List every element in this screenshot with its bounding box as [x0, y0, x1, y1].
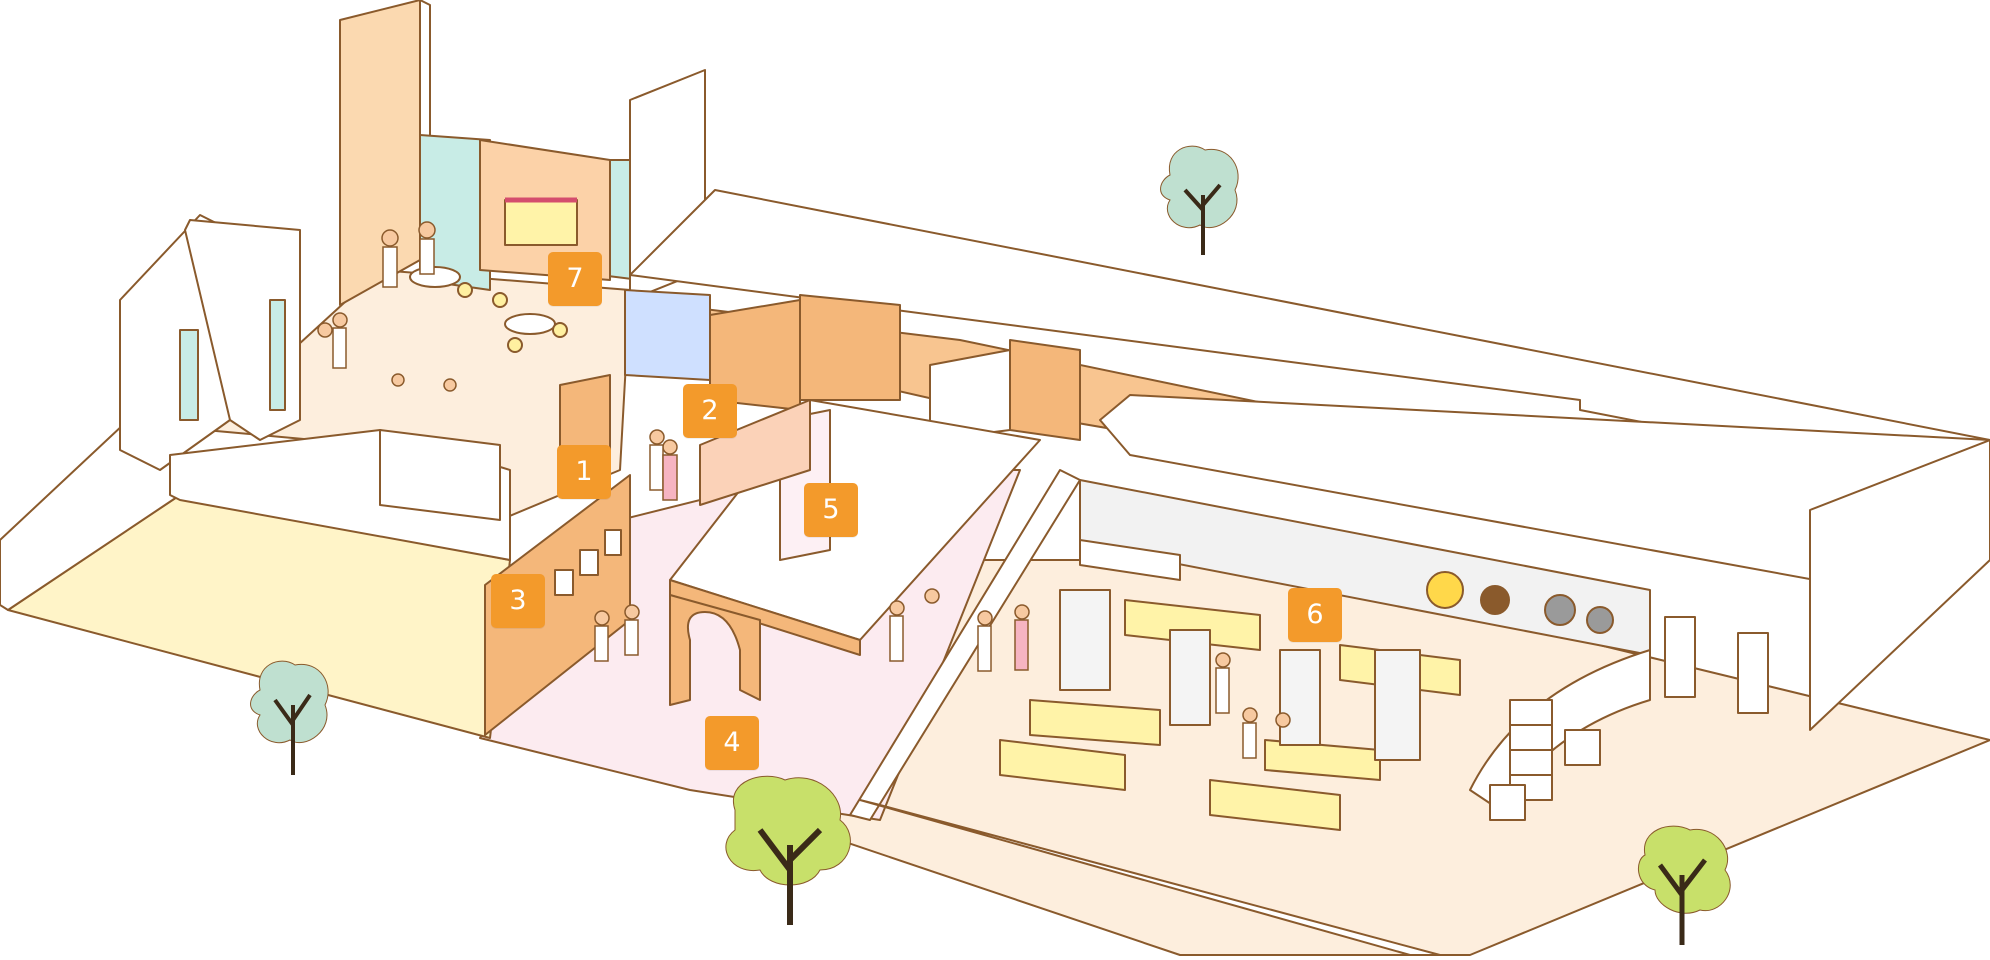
arch-entrance	[669, 594, 761, 706]
picture-frame	[579, 549, 599, 576]
mural-cheese	[1426, 571, 1464, 609]
oven-rack	[1489, 699, 1601, 821]
chair	[457, 282, 473, 298]
area-marker-6[interactable]: 6	[1288, 588, 1342, 642]
round-table	[504, 313, 556, 335]
glass-panel	[179, 329, 199, 421]
wood-cabinet	[1009, 339, 1081, 441]
right-end-wall	[1809, 439, 1990, 731]
people	[317, 221, 1291, 759]
area-marker-7[interactable]: 7	[548, 252, 602, 306]
right-block-top	[1099, 394, 1990, 591]
front-wall	[859, 799, 1441, 956]
chair	[552, 322, 568, 338]
sink-pillars	[1059, 589, 1421, 761]
picture-frame	[554, 569, 574, 596]
mural-donut	[1544, 594, 1576, 626]
door	[1737, 632, 1769, 714]
work-tables	[999, 599, 1461, 831]
area-marker-3[interactable]: 3	[491, 574, 545, 628]
tree-bottom-right	[1637, 825, 1731, 945]
low-wall-block	[379, 429, 501, 521]
glass-panel	[269, 299, 286, 411]
area-marker-5[interactable]: 5	[804, 483, 858, 537]
stage-curtain	[504, 199, 578, 246]
area-marker-1[interactable]: 1	[557, 445, 611, 499]
tree-top	[1160, 145, 1239, 255]
mural-bear	[1480, 585, 1510, 615]
mural-donut	[1586, 606, 1614, 634]
glass-divider	[849, 469, 1081, 821]
tile-wall	[624, 289, 711, 381]
area-marker-4[interactable]: 4	[705, 716, 759, 770]
display-wall	[699, 399, 811, 506]
picture-frame	[604, 529, 622, 556]
round-table	[409, 266, 461, 288]
tree-left	[250, 660, 329, 775]
chair	[507, 337, 523, 353]
tree-bottom-center	[725, 775, 851, 925]
glass-room-front	[669, 579, 861, 656]
chair	[492, 292, 508, 308]
wood-cabinet	[799, 294, 901, 401]
kitchen-counter	[1079, 539, 1181, 581]
area-marker-2[interactable]: 2	[683, 384, 737, 438]
door	[1664, 616, 1696, 698]
decor-panel-tall	[339, 0, 421, 306]
